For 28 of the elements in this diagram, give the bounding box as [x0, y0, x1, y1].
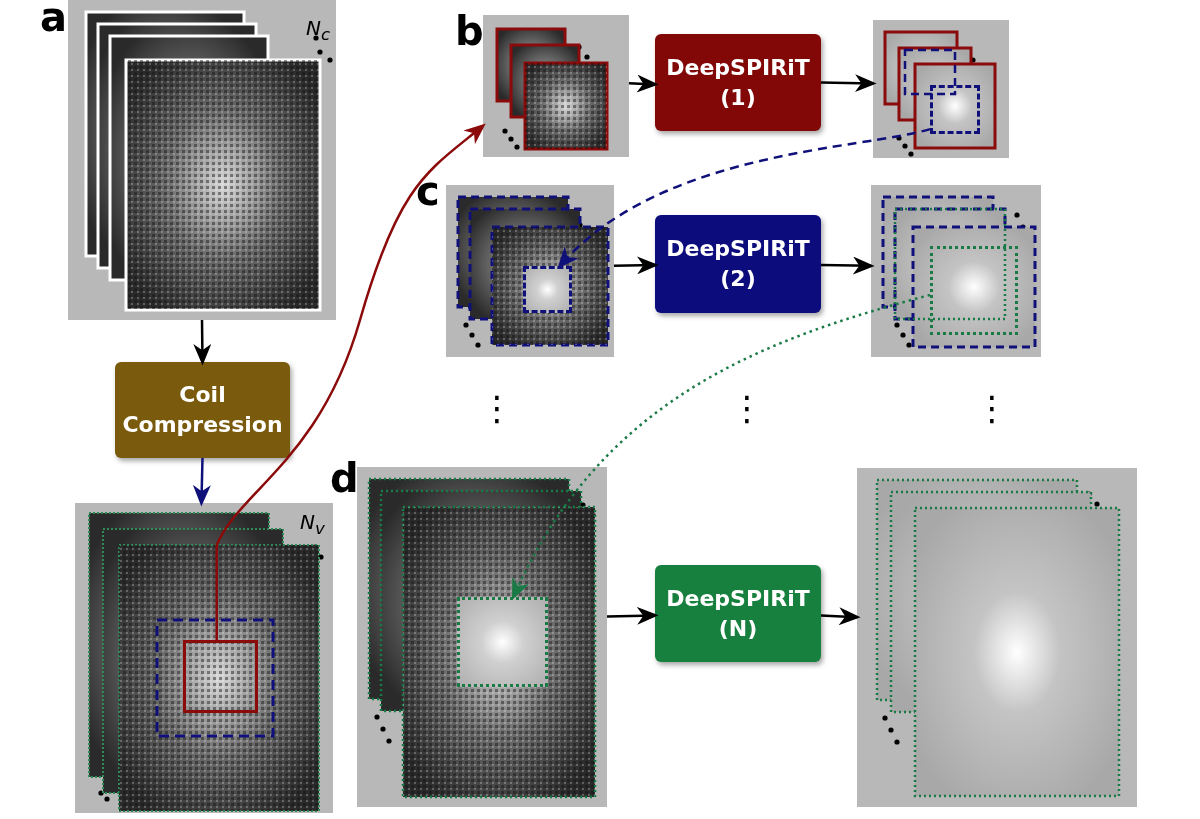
region-box — [930, 85, 980, 134]
panel-letter: d — [330, 455, 359, 501]
arrow — [193, 320, 212, 366]
process-box: DeepSPIRiT (1) — [655, 34, 821, 131]
region-box — [523, 266, 572, 313]
arrow — [192, 457, 211, 507]
arrow — [628, 74, 659, 93]
ellipsis: ⋮ — [975, 388, 1009, 428]
arrow — [820, 256, 875, 275]
arrow — [820, 607, 861, 626]
ellipsis: ⋮ — [480, 388, 514, 428]
stack-count-label: N$_{v}$ — [300, 510, 325, 538]
process-box: DeepSPIRiT (2) — [655, 215, 821, 313]
panel-letter: c — [416, 168, 440, 214]
panel-letter: a — [40, 0, 67, 40]
region-box — [930, 246, 1018, 335]
region-box — [183, 640, 258, 713]
arrow — [511, 293, 931, 601]
arrow — [215, 123, 486, 640]
panel-letter: b — [455, 8, 484, 54]
process-box: Coil Compression — [115, 362, 290, 458]
ellipsis: ⋮ — [730, 388, 764, 428]
stack-count-label: N$_{c}$ — [306, 16, 331, 44]
arrow — [820, 74, 877, 93]
region-box — [457, 597, 548, 687]
arrow — [606, 606, 659, 625]
arrow — [613, 256, 659, 275]
process-box: DeepSPIRiT (N) — [655, 565, 821, 662]
